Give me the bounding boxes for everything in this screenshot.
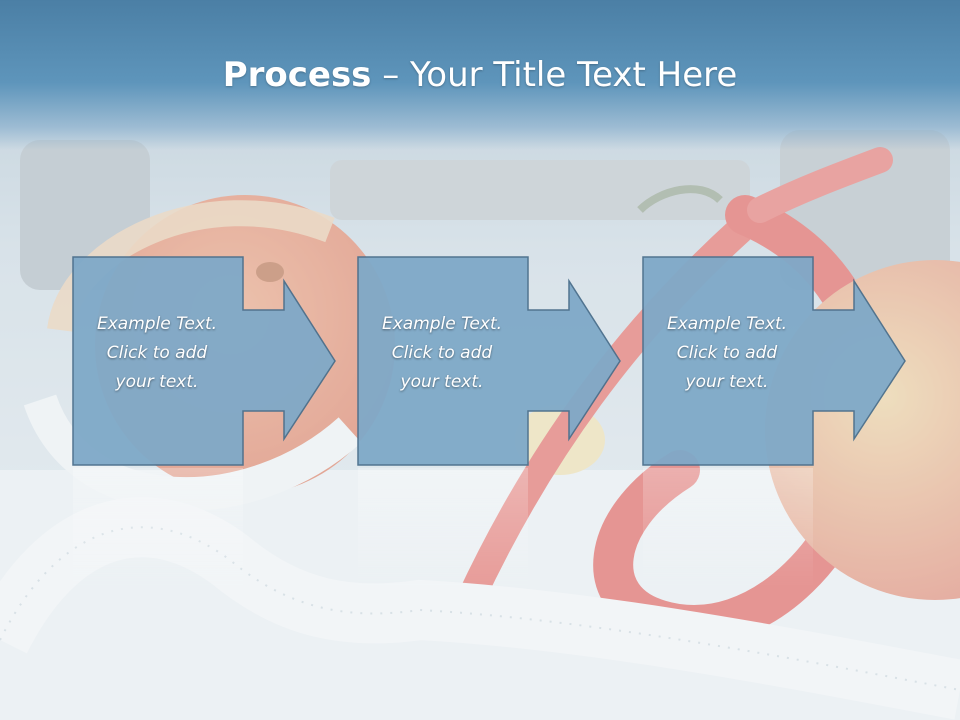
step-line-1: Example Text. [666,314,788,334]
step-text: Example Text. Click to add your text. [359,310,525,397]
step-line-3: your text. [400,372,484,392]
step-text: Example Text. Click to add your text. [74,310,240,397]
step-line-2: Click to add [106,343,208,363]
title-rest: – Your Title Text Here [371,55,738,95]
slide-title[interactable]: Process – Your Title Text Here [0,55,960,95]
step-line-1: Example Text. [96,314,218,334]
box-reflection [642,468,817,588]
title-band [0,0,960,150]
step-line-3: your text. [685,372,769,392]
step-line-2: Click to add [391,343,493,363]
box-reflection [357,468,532,588]
step-line-3: your text. [115,372,199,392]
box-reflection [72,468,247,588]
step-line-1: Example Text. [381,314,503,334]
process-step-3[interactable]: Example Text. Click to add your text. [642,256,912,468]
step-text: Example Text. Click to add your text. [644,310,810,397]
step-line-2: Click to add [676,343,778,363]
arrow-callout-shape [357,256,621,466]
arrow-callout-shape [642,256,906,466]
process-step-2[interactable]: Example Text. Click to add your text. [357,256,627,468]
title-bold: Process [222,55,372,95]
process-step-1[interactable]: Example Text. Click to add your text. [72,256,342,468]
arrow-callout-shape [72,256,336,466]
